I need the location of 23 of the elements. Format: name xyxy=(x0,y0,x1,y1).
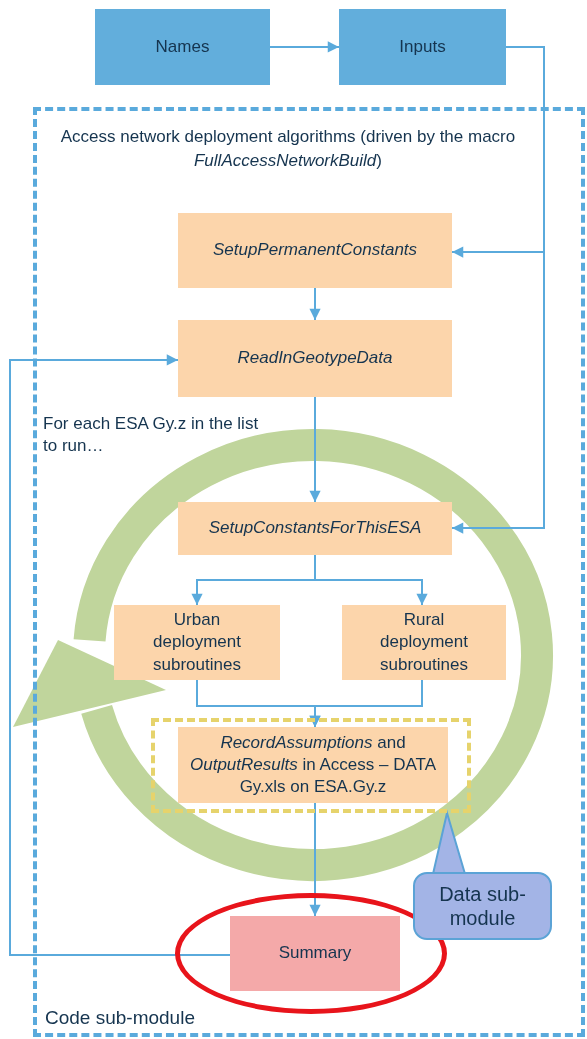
dashed-container xyxy=(33,107,585,1037)
process-box: SetupConstantsForThisESA xyxy=(178,502,452,555)
connector-arrow xyxy=(309,802,321,917)
connector-arrow xyxy=(309,287,321,321)
connector-arrow xyxy=(314,554,428,606)
container-label: Code sub-module xyxy=(45,1007,195,1029)
output-box: Summary xyxy=(230,916,400,991)
process-box: Urban deployment subroutines xyxy=(114,605,280,680)
process-box: RecordAssumptions and OutputResults in Access – DATA Gy.xls on ESA.Gy.z xyxy=(178,727,448,803)
connector-arrow xyxy=(309,396,321,503)
input-box: Names xyxy=(95,9,270,85)
process-box: SetupPermanentConstants xyxy=(178,213,452,288)
connector-arrow xyxy=(269,41,340,53)
loop-note: For each ESA Gy.z in the list to run… xyxy=(43,413,260,458)
callout-tail xyxy=(431,809,467,875)
connector-arrow xyxy=(451,46,545,534)
connector-arrow xyxy=(309,679,423,728)
process-box: Rural deployment subroutines xyxy=(342,605,506,680)
connector-arrow xyxy=(9,354,231,956)
input-box: Inputs xyxy=(339,9,506,85)
dashed-group-box xyxy=(151,718,471,813)
container-title: Access network deployment algorithms (driven by the macro FullAccessNetworkBuild) xyxy=(59,126,517,172)
process-box: ReadInGeotypeData xyxy=(178,320,452,397)
